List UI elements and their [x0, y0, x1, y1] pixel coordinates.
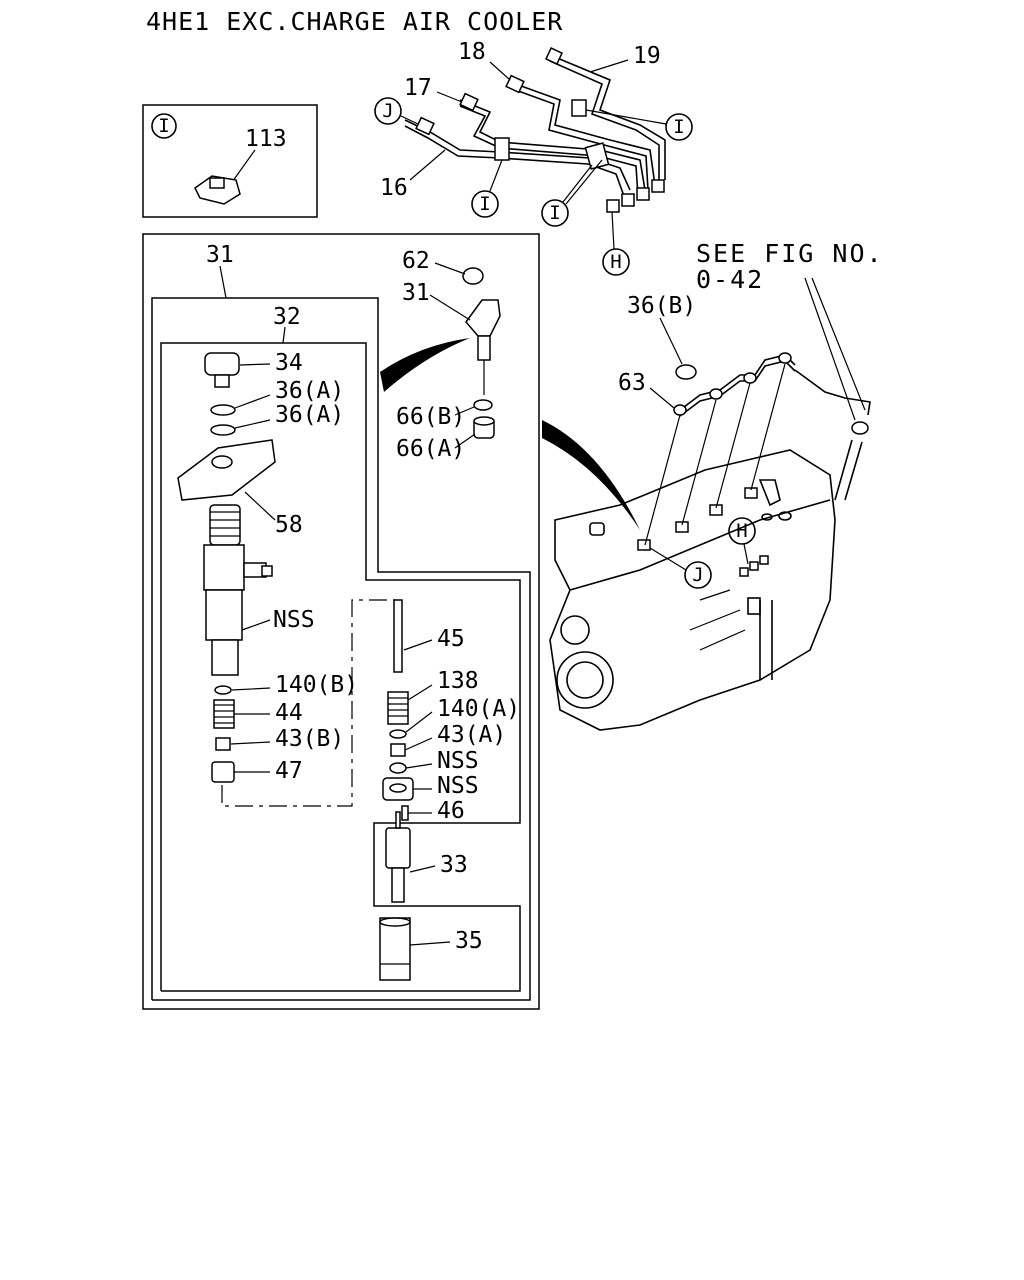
callout-19: 19 — [633, 43, 661, 69]
callout-16: 16 — [380, 175, 408, 201]
callout-43a: 43(A) — [437, 722, 506, 748]
marker-h-engine: H — [736, 520, 747, 542]
callout-nss-1: NSS — [437, 748, 479, 774]
callout-43b: 43(B) — [275, 726, 344, 752]
leak-off-hose — [794, 369, 871, 501]
diagram-title: 4HE1 EXC.CHARGE AIR COOLER — [146, 7, 563, 36]
engine-block — [549, 449, 836, 731]
callout-35: 35 — [455, 928, 483, 954]
callout-36b: 36(B) — [627, 293, 696, 319]
callout-18: 18 — [458, 39, 486, 65]
callout-31-top: 31 — [206, 242, 234, 268]
callout-140b: 140(B) — [275, 672, 358, 698]
injector-assembly-31 — [462, 267, 501, 439]
callout-140a: 140(A) — [437, 696, 520, 722]
assembly-box-31 — [142, 233, 540, 1010]
callout-nss-body: NSS — [273, 607, 315, 633]
see-fig-line1: SEE FIG NO. — [696, 239, 884, 268]
callout-138: 138 — [437, 668, 479, 694]
callout-17: 17 — [404, 75, 432, 101]
callout-nss-2: NSS — [437, 773, 479, 799]
see-fig-line2: 0-42 — [696, 265, 764, 294]
marker-i-right: I — [673, 116, 684, 138]
marker-h-top: H — [610, 251, 621, 273]
callout-58: 58 — [275, 512, 303, 538]
callout-66b: 66(B) — [396, 404, 465, 430]
injection-pipes — [404, 47, 666, 213]
callout-36a-1: 36(A) — [275, 378, 344, 404]
marker-i-bottom: I — [479, 193, 490, 215]
callout-34: 34 — [275, 350, 303, 376]
marker-j-engine: J — [692, 564, 703, 586]
marker-j-top: J — [382, 100, 393, 122]
callout-63: 63 — [618, 370, 646, 396]
marker-i-clamp: I — [549, 202, 560, 224]
callout-32: 32 — [273, 304, 301, 330]
callout-44: 44 — [275, 700, 303, 726]
leak-off-pipe — [644, 352, 796, 546]
marker-i-box: I — [158, 115, 169, 137]
swoosh-arrow-right — [542, 420, 640, 530]
swoosh-arrow-left — [380, 338, 470, 392]
callout-36a-2: 36(A) — [275, 402, 344, 428]
callout-46: 46 — [437, 798, 465, 824]
callout-66a: 66(A) — [396, 436, 465, 462]
callout-33: 33 — [440, 852, 468, 878]
clip-113-part — [194, 175, 241, 205]
detail-box-113: I 113 — [142, 104, 318, 218]
callout-31-side: 31 — [402, 280, 430, 306]
callout-62: 62 — [402, 248, 430, 274]
callout-113: 113 — [245, 126, 287, 152]
injector-right-column — [379, 599, 414, 981]
callout-47: 47 — [275, 758, 303, 784]
injector-left-column — [177, 352, 276, 783]
callout-45: 45 — [437, 626, 465, 652]
